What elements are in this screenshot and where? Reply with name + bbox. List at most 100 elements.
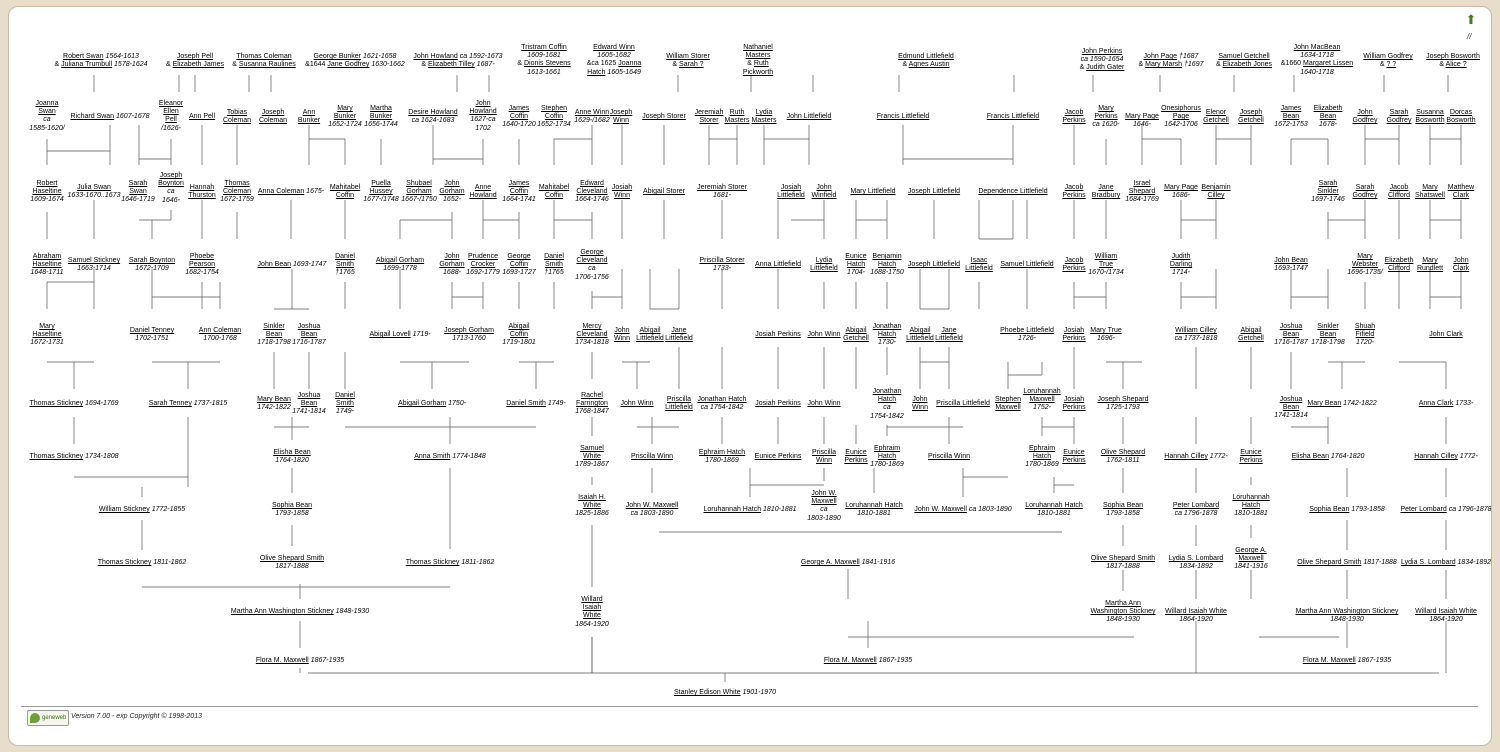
person-name-link[interactable]: Bunker: [333, 113, 357, 121]
person-name-link[interactable]: Willard Isaiah White: [1415, 608, 1477, 615]
person-name-link[interactable]: John: [816, 184, 832, 191]
person-name-link[interactable]: Thurston: [188, 192, 216, 200]
person-name-link[interactable]: Stephen: [540, 105, 568, 112]
person-name-link[interactable]: Susanna Raulines: [238, 61, 296, 69]
person-name-link[interactable]: John Howland: [413, 53, 458, 60]
person-name-link[interactable]: James: [1280, 105, 1302, 112]
person-name-link[interactable]: Olive Shepard Smith: [259, 555, 325, 562]
person-name-link[interactable]: Masters: [745, 52, 771, 60]
person-name-link[interactable]: Mahitabel: [329, 184, 361, 191]
person-name-link[interactable]: Rundlett: [1416, 265, 1444, 273]
person-name-link[interactable]: Jacob: [1389, 184, 1409, 191]
person-name-link[interactable]: Coffin: [509, 261, 529, 269]
person-name-link[interactable]: William Stickney: [98, 506, 150, 513]
person-name-link[interactable]: Isaac: [970, 257, 988, 264]
person-name-link[interactable]: William: [1094, 253, 1118, 260]
person-name-link[interactable]: Howland: [469, 192, 497, 200]
person-name-link[interactable]: Flora M. Maxwell: [1302, 657, 1356, 664]
person-name-link[interactable]: Getchell: [843, 335, 869, 343]
person-name-link[interactable]: Loruhannah: [1232, 494, 1270, 501]
person-name-link[interactable]: Olive Shepard: [1100, 449, 1146, 456]
person-name-link[interactable]: Clark: [1452, 192, 1470, 200]
person-name-link[interactable]: Bean: [300, 331, 318, 339]
person-name-link[interactable]: Gorham: [439, 261, 465, 269]
nav-link-icon[interactable]: //: [1467, 32, 1472, 41]
person-name-link[interactable]: Mary Page: [1164, 184, 1198, 191]
person-name-link[interactable]: Anna Clark: [1418, 400, 1454, 407]
person-name-link[interactable]: Winfield: [811, 192, 837, 200]
person-name-link[interactable]: Eleanor: [158, 100, 184, 107]
person-name-link[interactable]: Mercy: [582, 323, 602, 330]
person-name-link[interactable]: William Godfrey: [1363, 53, 1413, 60]
person-name-link[interactable]: Benjamin: [1201, 184, 1231, 191]
person-name-link[interactable]: Clark: [1452, 265, 1470, 273]
person-name-link[interactable]: ? ?: [1386, 61, 1397, 69]
person-name-link[interactable]: Jonathan: [872, 388, 902, 395]
person-name-link[interactable]: Masters: [751, 117, 777, 125]
person-name-link[interactable]: Maxwell: [811, 498, 837, 506]
person-name-link[interactable]: Coffin: [335, 192, 355, 200]
person-name-link[interactable]: Joshua: [297, 323, 321, 330]
person-name-link[interactable]: Alice ?: [1445, 61, 1467, 69]
person-name-link[interactable]: Francis Littlefield: [986, 113, 1040, 120]
person-name-link[interactable]: Godfrey: [1352, 192, 1378, 200]
person-name-link[interactable]: John: [444, 180, 460, 187]
person-name-link[interactable]: Mary Marsh: [1145, 61, 1183, 69]
person-name-link[interactable]: Hannah Cilley: [1164, 453, 1208, 460]
person-name-link[interactable]: Coffin: [509, 188, 529, 196]
person-name-link[interactable]: Getchell: [1238, 117, 1264, 125]
person-name-link[interactable]: John: [475, 100, 491, 107]
person-name-link[interactable]: Littlefield: [665, 335, 693, 343]
person-name-link[interactable]: Willard Isaiah White: [1165, 608, 1227, 615]
person-name-link[interactable]: Daniel: [335, 392, 355, 399]
person-name-link[interactable]: Jane: [1098, 184, 1114, 191]
person-name-link[interactable]: Daniel Tenney: [129, 327, 175, 334]
person-name-link[interactable]: Edward Winn: [593, 44, 635, 51]
person-name-link[interactable]: Abigail: [909, 327, 931, 334]
person-name-link[interactable]: Littlefield: [777, 192, 805, 200]
person-name-link[interactable]: John: [444, 253, 460, 260]
person-name-link[interactable]: Winn: [614, 335, 630, 343]
person-name-link[interactable]: Edmund Littlefield: [898, 53, 954, 60]
person-name-link[interactable]: Washington Stickney: [1090, 608, 1156, 616]
person-name-link[interactable]: Abigail Storer: [642, 188, 686, 195]
geneweb-logo[interactable]: geneweb: [27, 710, 69, 726]
person-name-link[interactable]: Peter Lombard: [1172, 502, 1220, 509]
person-name-link[interactable]: Daniel Smith: [506, 400, 546, 407]
person-name-link[interactable]: Joanna: [35, 100, 59, 107]
person-name-link[interactable]: Israel: [1133, 180, 1151, 187]
person-name-link[interactable]: Hatch: [587, 68, 606, 76]
person-name-link[interactable]: Juliana Trumbull: [61, 61, 113, 69]
person-name-link[interactable]: Joshua: [1279, 396, 1303, 403]
person-name-link[interactable]: Puella: [371, 180, 391, 187]
person-name-link[interactable]: Jane: [941, 327, 957, 334]
person-name-link[interactable]: Priscilla: [811, 449, 837, 456]
person-name-link[interactable]: Mary: [337, 105, 353, 112]
person-name-link[interactable]: Hatch: [877, 261, 897, 269]
person-name-link[interactable]: Sophia Bean: [1102, 502, 1144, 509]
person-name-link[interactable]: Benjamin: [872, 253, 902, 260]
person-name-link[interactable]: John W. Maxwell: [625, 502, 679, 509]
person-name-link[interactable]: Julia Swan: [77, 184, 111, 191]
person-name-link[interactable]: Cilley: [1207, 192, 1225, 200]
person-name-link[interactable]: Sarah Tenney: [148, 400, 192, 407]
person-name-link[interactable]: Boynton: [158, 180, 184, 188]
person-name-link[interactable]: Priscilla Littlefield: [936, 400, 990, 407]
person-name-link[interactable]: Swan: [38, 108, 56, 116]
person-name-link[interactable]: George A.: [1235, 547, 1267, 554]
person-name-link[interactable]: Hatch: [877, 396, 897, 404]
person-name-link[interactable]: Joanna: [618, 60, 642, 68]
person-name-link[interactable]: George: [507, 253, 531, 260]
person-name-link[interactable]: Sarah: [1355, 184, 1375, 191]
person-name-link[interactable]: Bean: [1282, 331, 1300, 339]
person-name-link[interactable]: Mahitabel: [538, 184, 570, 191]
person-name-link[interactable]: Edward: [580, 180, 604, 187]
person-name-link[interactable]: Hannah: [189, 184, 215, 191]
person-name-link[interactable]: Matthew: [1447, 184, 1475, 191]
up-arrow-icon[interactable]: ⬆: [1465, 12, 1477, 27]
person-name-link[interactable]: Littlefield: [965, 265, 993, 273]
person-name-link[interactable]: Mary: [1422, 184, 1438, 191]
person-name-link[interactable]: Desire Howland: [408, 109, 458, 116]
person-name-link[interactable]: Littlefield: [665, 404, 693, 412]
person-name-link[interactable]: Dorcas: [1449, 109, 1473, 116]
